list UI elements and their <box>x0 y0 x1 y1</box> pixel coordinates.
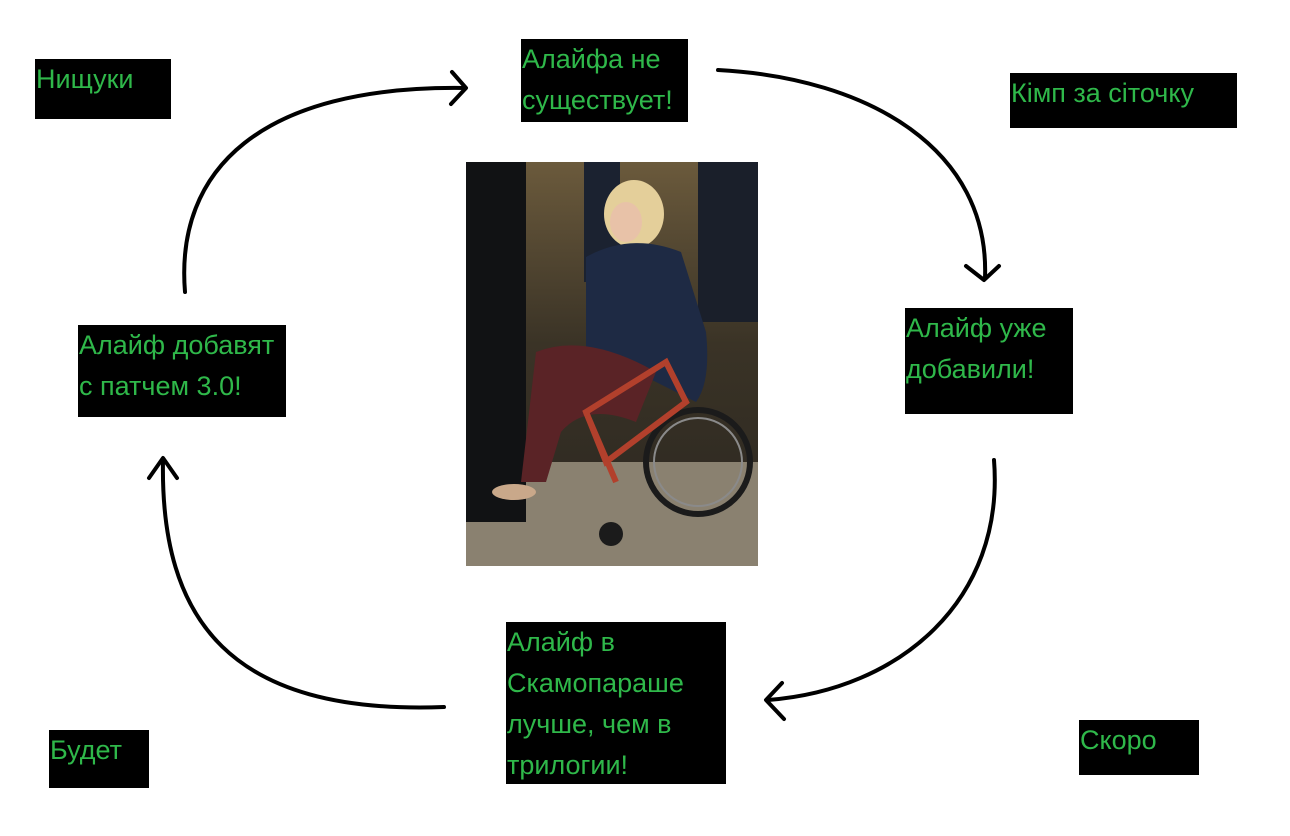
cycle-node-left: Алайф добавят с патчем 3.0! <box>78 325 286 417</box>
arrow-left-to-top <box>182 85 467 294</box>
corner-label-bottom-right: Скоро <box>1079 720 1199 775</box>
arrow-right-to-bottom <box>766 458 997 702</box>
cycle-node-bottom: Алайф в Скамопараше лучше, чем в трилоги… <box>506 622 726 784</box>
arrowhead-right-to-bottom <box>764 681 786 721</box>
arrow-top-to-right <box>716 68 988 280</box>
corner-label-top-right: Кімп за сіточку <box>1010 73 1237 128</box>
corner-label-bottom-left: Будет <box>49 730 149 788</box>
photo-illustration <box>466 162 758 566</box>
cycle-node-right: Алайф уже добавили! <box>905 308 1073 414</box>
arrowhead-bottom-to-left <box>147 456 179 480</box>
cycle-node-top: Алайфа не существует! <box>521 39 688 122</box>
central-photo <box>466 162 758 566</box>
corner-label-top-left: Нищуки <box>35 59 171 119</box>
arrow-bottom-to-left <box>160 458 446 710</box>
arrowhead-left-to-top <box>449 70 468 106</box>
arrowhead-top-to-right <box>964 264 1001 282</box>
